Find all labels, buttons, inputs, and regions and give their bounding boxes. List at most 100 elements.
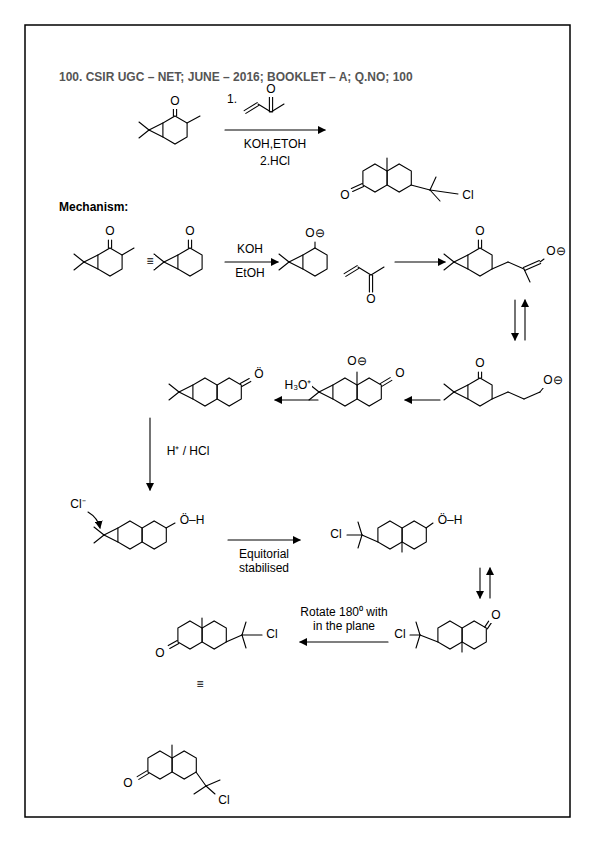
bond-line: [139, 122, 149, 130]
atom-label: O: [394, 367, 405, 381]
ring: [98, 248, 122, 276]
bond-line: [371, 267, 384, 275]
bond-line: [179, 392, 193, 399]
page-title: 100. CSIR UGC – NET; JUNE – 2016; BOOKLE…: [58, 71, 414, 85]
curly-arrow: [88, 512, 100, 528]
ring: [163, 116, 187, 144]
atom-label: O: [122, 777, 133, 791]
ring: [363, 164, 387, 192]
atom-label: Cl: [265, 628, 278, 642]
bond-line: [362, 535, 378, 542]
bond-line: [94, 535, 104, 543]
atom-label: Ö–H: [437, 514, 464, 528]
bond-line: [420, 635, 438, 642]
bond-line: [246, 105, 259, 113]
atom-label: Cl: [329, 528, 342, 542]
equivalence-sign: ≡: [145, 255, 154, 269]
reaction-arrow: [514, 300, 515, 340]
bond-line: [524, 392, 540, 399]
bond-line: [279, 262, 289, 270]
bond-line: [154, 254, 164, 262]
bond-line: [353, 186, 364, 191]
ring: [468, 378, 492, 406]
bond-line: [269, 97, 270, 112]
reagent-label: 2.HCl: [259, 155, 291, 169]
atom-label: Cl: [217, 794, 230, 808]
bond-line: [430, 190, 458, 194]
bond-line: [104, 528, 118, 535]
bond-line: [176, 109, 177, 116]
reaction-arrow: [300, 641, 388, 642]
bond-line: [179, 385, 193, 392]
bond-line: [164, 255, 178, 262]
reagent-label: EtOH: [234, 267, 265, 281]
atom-label: O: [365, 293, 376, 307]
bond-line: [356, 372, 357, 385]
bond-line: [410, 634, 420, 635]
bond-line: [122, 248, 134, 255]
ring: [172, 751, 196, 779]
bond-line: [372, 275, 373, 292]
ring: [402, 521, 426, 549]
bond-line: [444, 262, 454, 270]
bond-line: [166, 523, 175, 528]
atom-label: O⊖: [542, 374, 563, 388]
bond-line: [169, 384, 179, 392]
bond-line: [242, 622, 246, 635]
bond-line: [279, 254, 289, 262]
note-label: Equitorial stabilised: [223, 548, 305, 576]
bond-line: [240, 379, 249, 384]
bond-line: [187, 116, 200, 123]
section-heading: Mechanism:: [58, 201, 129, 215]
bond-line: [173, 109, 174, 116]
bond-line: [369, 275, 370, 292]
ring: [333, 378, 357, 406]
atom-label: O⊖: [545, 245, 566, 259]
bond-line: [201, 618, 202, 628]
bond-line: [454, 385, 468, 392]
bond-line: [272, 97, 273, 112]
atom-label: O⊖: [304, 227, 325, 241]
bond-line: [196, 772, 206, 786]
atom-label: O: [474, 225, 485, 239]
bond-line: [444, 384, 454, 392]
bond-line: [430, 177, 436, 190]
bond-line: [206, 780, 220, 786]
bond-line: [74, 262, 84, 270]
bond-line: [347, 534, 362, 535]
ring: [462, 621, 486, 649]
reaction-arrow: [225, 129, 325, 130]
bond-line: [508, 262, 524, 269]
bond-line: [454, 262, 468, 269]
bond-line: [478, 372, 479, 378]
bond-line: [242, 634, 262, 635]
ring: [438, 621, 462, 649]
bond-line: [523, 261, 539, 268]
reagent-label: H⁺ / HCl: [166, 445, 211, 459]
bond-line: [319, 392, 333, 399]
ring: [142, 521, 166, 549]
reaction-arrow: [228, 539, 300, 540]
bond-line: [104, 535, 118, 542]
bond-line: [314, 242, 315, 248]
bond-line: [94, 527, 104, 535]
bond-line: [194, 786, 206, 794]
bond-line: [111, 240, 112, 248]
bond-line: [319, 385, 333, 392]
atom-label: Cl: [461, 189, 474, 203]
bond-line: [401, 542, 402, 552]
atom-label: O: [154, 647, 165, 661]
bond-line: [416, 622, 420, 635]
reaction-arrow: [395, 261, 445, 262]
bond-line: [426, 523, 433, 528]
bond-line: [206, 786, 215, 794]
bond-line: [525, 263, 541, 270]
bond-line: [508, 392, 524, 399]
atom-label: Ö–H: [179, 514, 206, 528]
ring: [178, 621, 202, 649]
bond-line: [411, 185, 430, 190]
ring: [178, 248, 202, 276]
bond-line: [478, 240, 479, 248]
